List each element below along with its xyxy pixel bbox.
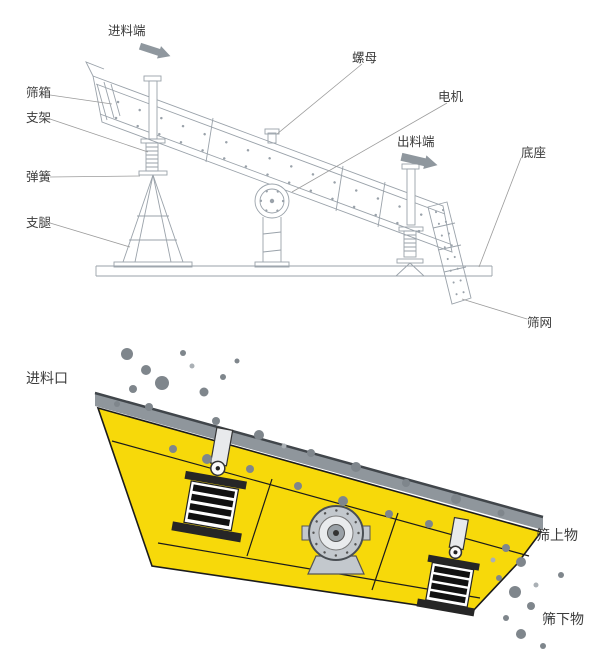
center-column [254,217,290,268]
base-beam [95,265,493,277]
leader-support-frame [49,118,149,153]
label-support-leg: 支腿 [26,216,52,230]
deck-band [94,391,544,530]
left-support [113,75,193,268]
motor-flange [254,183,290,219]
leader-nut [276,63,363,135]
right-spring-coil [403,230,417,258]
right-support [395,163,425,277]
label-discharge-end: 出料端 [397,135,435,149]
label-feed-end: 进料端 [108,24,146,38]
label-spring: 弹簧 [26,169,51,184]
label-oversize-material: 筛上物 [536,527,578,543]
leader-support-leg [49,222,131,248]
discharge-arrow-icon [400,152,438,170]
particles-on-deck [169,417,505,528]
label-screen-box: 筛箱 [26,85,51,100]
label-nut: 螺母 [352,51,377,65]
label-motor: 电机 [438,90,464,104]
working-principle-illustration: 进料口 筛上物 筛下物 [26,348,584,649]
label-screen-mesh: 筛网 [527,315,552,330]
left-support-legs [113,174,193,268]
technical-drawing [85,61,493,305]
leader-screen-box [49,94,113,105]
screen-box-outline [85,61,453,253]
particles-light [189,363,552,621]
left-spring-coil [145,142,159,172]
vibrator-exciter [301,505,371,575]
label-support-frame: 支架 [26,111,51,125]
left-spring-coils [187,484,236,527]
label-feed-inlet: 进料口 [26,370,68,386]
left-spring-isolator [171,426,247,543]
leader-lines [49,63,528,320]
right-spring-coils [429,565,471,604]
particles-feed [114,348,240,411]
leader-spring [49,175,141,178]
leader-screen-mesh [461,298,528,320]
label-undersize-material: 筛下物 [542,611,584,627]
leader-motor [291,102,448,193]
particles-discharge [496,544,564,649]
label-base: 底座 [521,145,546,160]
principle-labels: 进料口 筛上物 筛下物 [26,370,584,627]
right-spring-isolator [416,516,480,617]
nut-bolt [264,128,280,144]
technical-drawing-labels: 进料端 螺母 筛箱 支架 电机 出料端 底座 弹簧 支腿 筛网 [26,24,552,330]
leader-base [478,157,522,268]
feed-arrow-icon [138,42,171,59]
screen-mesh-strip [427,201,472,305]
